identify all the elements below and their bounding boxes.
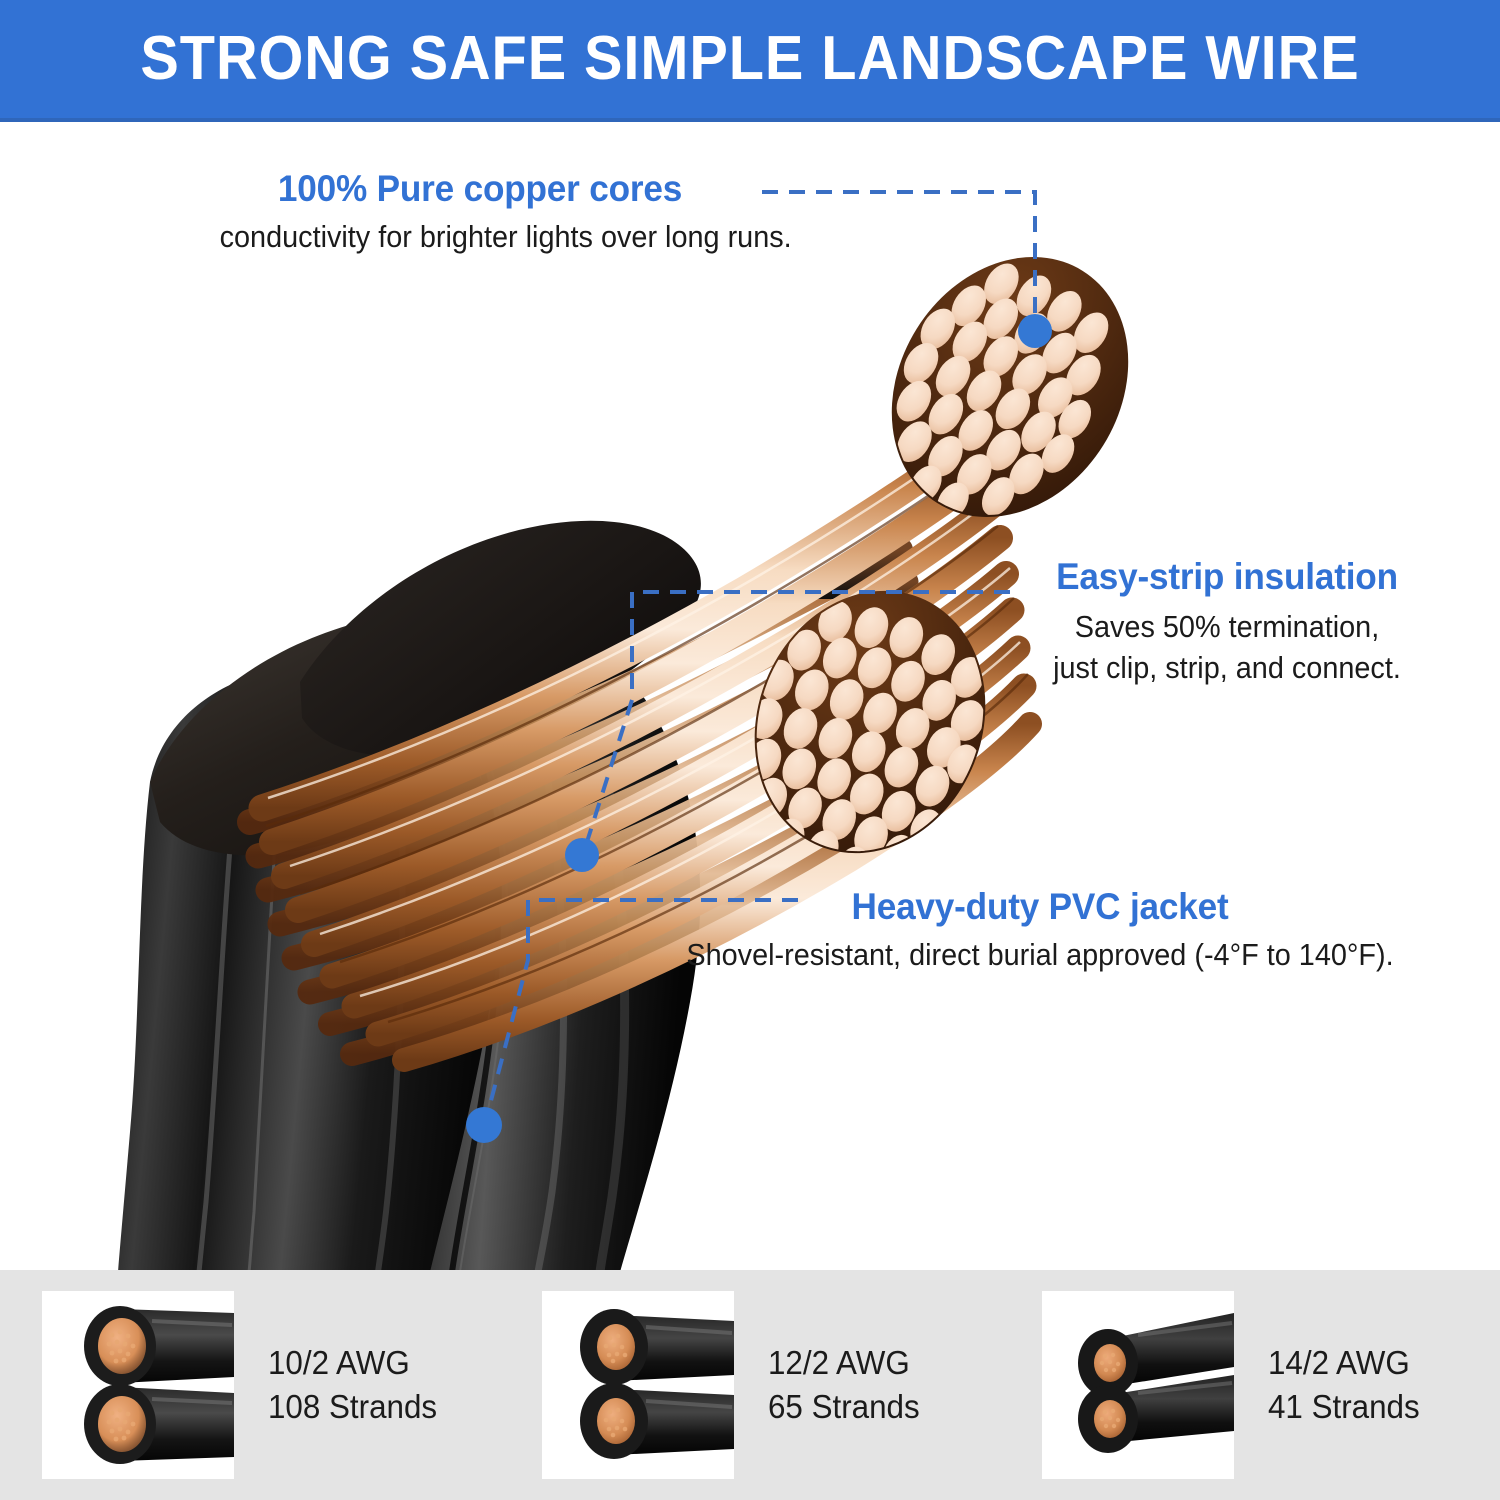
callout-copper-title: 100% Pure copper cores [277, 168, 683, 209]
spec-strands-14awg: 41 Strands [1268, 1388, 1420, 1425]
spec-thumb-12awg [542, 1291, 734, 1479]
spec-item-10awg: 10/2 AWG 108 Strands [0, 1270, 500, 1500]
spec-label-10awg: 10/2 AWG 108 Strands [268, 1341, 437, 1429]
spec-gauge-10awg: 10/2 AWG [268, 1344, 410, 1381]
product-photo [0, 122, 1500, 1270]
spec-item-12awg: 12/2 AWG 65 Strands [500, 1270, 1000, 1500]
page-title: STRONG SAFE SIMPLE LANDSCAPE WIRE [140, 24, 1360, 93]
callout-jacket-title: Heavy-duty PVC jacket [851, 886, 1229, 927]
callout-copper-cores: 100% Pure copper cores conductivity for … [200, 168, 792, 257]
spec-thumb-10awg [42, 1291, 234, 1479]
cable-cross-section-10awg [84, 1306, 234, 1464]
spec-item-14awg: 14/2 AWG 41 Strands [1000, 1270, 1500, 1500]
spec-strands-12awg: 65 Strands [768, 1388, 920, 1425]
copper-bundle-face-top [891, 257, 1129, 520]
callout-pvc-jacket: Heavy-duty PVC jacket Shovel-resistant, … [630, 886, 1450, 975]
callout-copper-body-line-1: conductivity for brighter lights over lo… [219, 219, 792, 254]
spec-thumb-14awg [1042, 1291, 1234, 1479]
jacket-highlight-2 [247, 823, 278, 1270]
jacket-highlight-1 [196, 821, 235, 1270]
callout-easy-strip-insulation: Easy-strip insulation Saves 50% terminat… [1012, 556, 1442, 688]
callout-insulation-body-line-1: Saves 50% termination, [1074, 609, 1380, 644]
cable-cross-section-14awg [1078, 1313, 1234, 1453]
cable-cross-section-12awg [580, 1309, 734, 1459]
spec-strip: 10/2 AWG 108 Strands [0, 1270, 1500, 1500]
header-banner: STRONG SAFE SIMPLE LANDSCAPE WIRE [0, 0, 1500, 122]
spec-strands-10awg: 108 Strands [268, 1388, 438, 1425]
spec-label-12awg: 12/2 AWG 65 Strands [768, 1341, 920, 1429]
jacket-cut-face-back [300, 520, 701, 757]
callout-insulation-body-line-2: just clip, strip, and connect. [1053, 650, 1401, 685]
spec-gauge-14awg: 14/2 AWG [1268, 1344, 1410, 1381]
spec-gauge-12awg: 12/2 AWG [768, 1344, 910, 1381]
spec-label-14awg: 14/2 AWG 41 Strands [1268, 1341, 1420, 1429]
cable-illustration [118, 257, 1129, 1270]
callout-jacket-body-line-1: Shovel-resistant, direct burial approved… [686, 937, 1394, 972]
callout-insulation-title: Easy-strip insulation [1056, 556, 1398, 597]
